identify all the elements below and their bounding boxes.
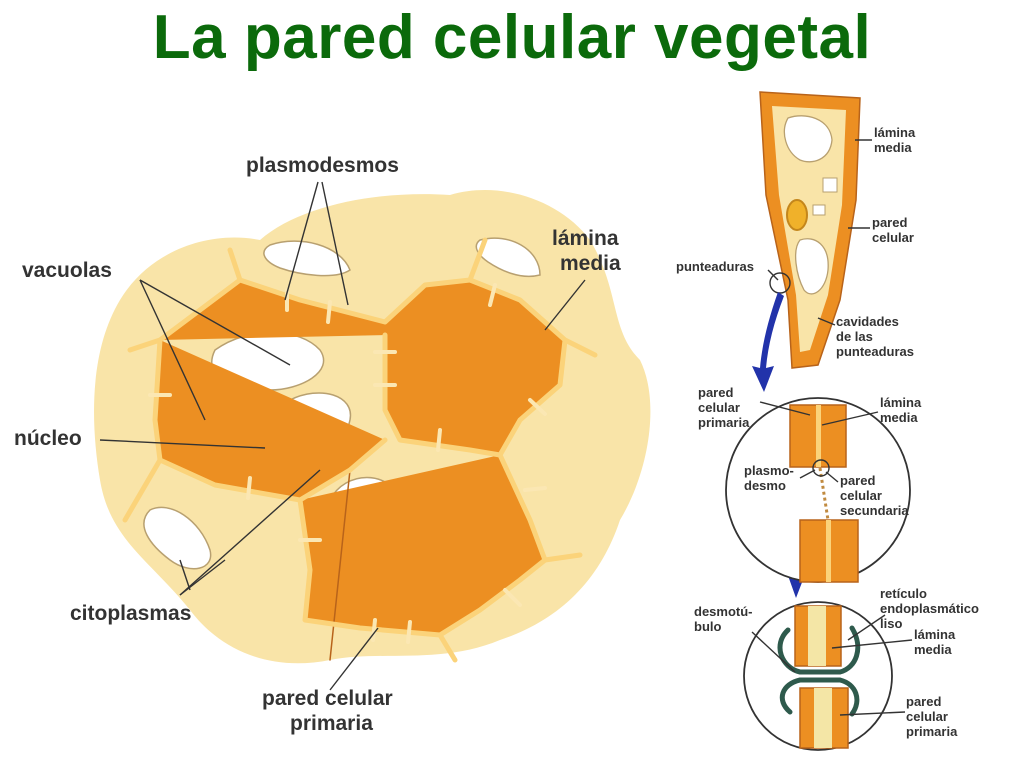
label-desmotubulo-line2: bulo [694, 619, 721, 634]
label-nucleo: núcleo [14, 427, 82, 450]
label-pared-celular-primaria-line1: pared celular [262, 687, 393, 710]
label-pared-celular-primaria-bottom-line1: pared [906, 694, 941, 709]
desmotubule-detail: desmotú- bulo retículo endoplasmático li… [694, 586, 979, 751]
label-pared-celular-secundaria-line2: celular [840, 488, 882, 503]
label-lamina-media-mid-line2: media [880, 410, 918, 425]
label-reticulo-line3: liso [880, 616, 902, 631]
label-plasmodesmos: plasmodesmos [246, 154, 399, 177]
label-pared-celular-top-line1: pared [872, 215, 907, 230]
label-plasmodesmo-line2: desmo [744, 478, 786, 493]
tissue-section: plasmodesmos lámina media vacuolas núcle… [14, 154, 651, 735]
label-pared-celular-primaria-mid-line1: pared [698, 385, 733, 400]
label-lamina-media-line2: media [560, 252, 621, 275]
label-lamina-media-line1: lámina [552, 227, 619, 250]
vacuole [263, 240, 351, 277]
label-cavidades-line3: punteaduras [836, 344, 914, 359]
label-vacuolas: vacuolas [22, 259, 112, 282]
label-lamina-media-bottom-line1: lámina [914, 627, 956, 642]
label-reticulo-line1: retículo [880, 586, 927, 601]
label-pared-celular-primaria-bottom-line2: celular [906, 709, 948, 724]
label-pared-celular-primaria-mid-line2: celular [698, 400, 740, 415]
vacuole [143, 506, 212, 570]
label-citoplasmas: citoplasmas [70, 602, 191, 625]
page-title: La pared celular vegetal [152, 3, 872, 72]
label-pared-celular-primaria-mid-line3: primaria [698, 415, 750, 430]
tissue-leader-lines [99, 181, 586, 691]
vacuole [475, 237, 541, 277]
pit-detail: pared celular primaria lámina media plas… [698, 385, 922, 583]
label-lamina-media-mid-line1: lámina [880, 395, 922, 410]
label-cavidades-line2: de las [836, 329, 873, 344]
label-lamina-media-bottom-line2: media [914, 642, 952, 657]
label-lamina-media-top-line2: media [874, 140, 912, 155]
label-pared-celular-primaria-bottom-line3: primaria [906, 724, 958, 739]
label-punteaduras: punteaduras [676, 259, 754, 274]
label-reticulo-line2: endoplasmático [880, 601, 979, 616]
label-lamina-media-top-line1: lámina [874, 125, 916, 140]
label-desmotubulo-line1: desmotú- [694, 604, 753, 619]
label-cavidades-line1: cavidades [836, 314, 899, 329]
label-pared-celular-secundaria-line1: pared [840, 473, 875, 488]
arrow-down-icon [752, 292, 784, 392]
label-pared-celular-top-line2: celular [872, 230, 914, 245]
label-pared-celular-secundaria-line3: secundaria [840, 503, 909, 518]
cell-wall-network [122, 237, 598, 663]
label-pared-celular-primaria-line2: primaria [290, 712, 373, 735]
elongated-cell: lámina media pared celular punteaduras c… [676, 91, 916, 369]
label-plasmodesmo-line1: plasmo- [744, 463, 794, 478]
